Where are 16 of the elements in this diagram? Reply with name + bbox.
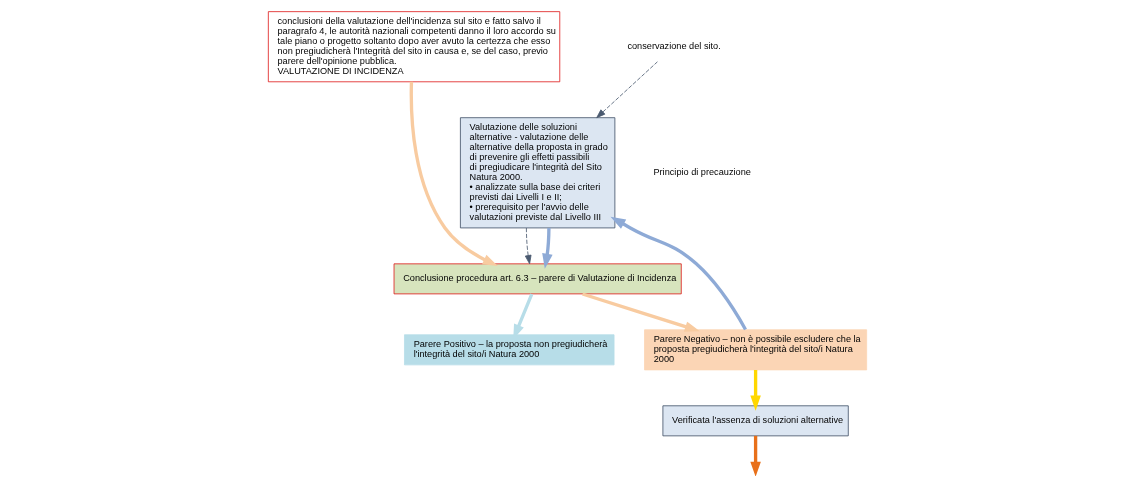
- node-box: Conclusione procedura art. 6.3 – parere di Valutazione di Incidenza: [393, 263, 682, 295]
- arrow: [750, 370, 761, 411]
- node-box: Verificata l'assenza di soluzioni alternative: [662, 405, 849, 437]
- node-box: Parere Negativo – non è possibile escludere che la proposta pregiudicherà l'integrità del sito/i Natura 2000: [644, 329, 868, 371]
- node-text: conservazione del sito.: [627, 41, 721, 52]
- arrow: [542, 227, 553, 269]
- arrow: [750, 435, 761, 476]
- node-box: conclusioni della valutazione dell'incidenza sul sito e fatto salvo il paragrafo 4, le autorità nazionali competenti danno il loro accordo su tale piano o progetto soltanto dopo aver avuto la certezza che esso non pregiudicherà l'Integrità del sito in causa e, se del caso, previo parere dell'opinione pubblica. VALUTAZIONE DI INCIDENZA: [267, 11, 561, 83]
- arrow: [582, 292, 700, 332]
- arrow: [596, 61, 658, 119]
- arrow: [409, 81, 498, 266]
- label: Principio di precauzione: [653, 167, 751, 178]
- arrow: [524, 227, 532, 265]
- arrow: [610, 216, 747, 331]
- node-box: Valutazione delle soluzioni alternative - valutazione delle alternative della proposta in grado di prevenire gli effetti passibili di pregiudicare l'integrità del Sito Natura 2000. • analizzate sulla base dei criteri previsti dai Livelli I e II; • prerequisito per l'avvio delle valutazioni previste dal Livello III: [459, 117, 616, 229]
- node-box: Parere Positivo – la proposta non pregiudicherà l'integrità del sito/i Natura 2000: [404, 334, 615, 366]
